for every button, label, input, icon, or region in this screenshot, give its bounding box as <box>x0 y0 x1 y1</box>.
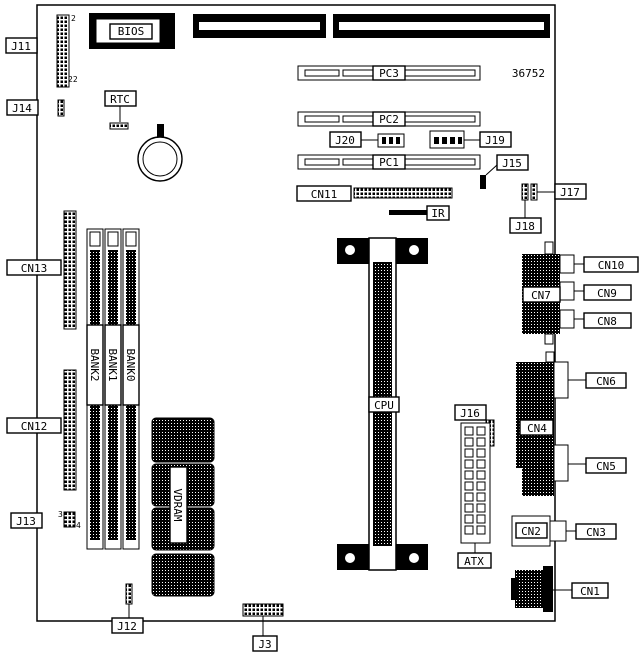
pci-slot-2 <box>297 111 481 127</box>
j13-label: J13 <box>16 515 36 528</box>
j18-label: J18 <box>515 220 535 233</box>
j14-header <box>57 99 65 117</box>
j11-pin-top: 2 <box>71 14 76 23</box>
cn9-label: CN9 <box>597 287 617 300</box>
cn1-label: CN1 <box>580 585 600 598</box>
bank2-label: BANK2 <box>88 348 101 381</box>
j13-header <box>63 511 76 528</box>
cn7-label: CN7 <box>531 289 551 302</box>
pc1-label: PC1 <box>379 156 399 169</box>
j13-pin-bottom: 4 <box>76 521 81 530</box>
j15-label: J15 <box>502 157 522 170</box>
vdram-chip-4 <box>151 553 215 597</box>
board-number: 36752 <box>512 67 545 80</box>
j17-header <box>530 183 538 201</box>
cn8-label: CN8 <box>597 315 617 328</box>
cn12-label: CN12 <box>21 420 48 433</box>
j19-label: J19 <box>485 134 505 147</box>
pci-slot-1 <box>297 154 481 170</box>
j11-label: J11 <box>11 40 31 53</box>
j12-label: J12 <box>117 620 137 633</box>
j18-header <box>521 183 529 201</box>
cn2-label: CN2 <box>521 525 541 538</box>
j3-label: J3 <box>258 638 271 651</box>
j12-header <box>125 583 133 605</box>
atx-label: ATX <box>464 555 484 568</box>
j17-label: J17 <box>560 186 580 199</box>
rtc-header <box>109 122 129 130</box>
ir-label: IR <box>431 207 445 220</box>
cn5-label: CN5 <box>596 460 616 473</box>
vdram-chip-1 <box>151 417 215 463</box>
j11-pin-bottom: 22 <box>68 75 78 84</box>
j11-header <box>56 14 70 88</box>
cn10-label: CN10 <box>598 259 625 272</box>
rtc-label: RTC <box>110 93 130 106</box>
bank0-label: BANK0 <box>124 348 137 381</box>
vdram-label: VDRAM <box>171 488 184 521</box>
cpu-label: CPU <box>374 399 394 412</box>
cn1-port <box>511 566 553 612</box>
j14-label: J14 <box>12 102 32 115</box>
cn4-stacked-ports <box>516 351 569 496</box>
j16-label: J16 <box>460 407 480 420</box>
pci-slot-3 <box>297 65 481 81</box>
pc3-label: PC3 <box>379 67 399 80</box>
j20-label: J20 <box>335 134 355 147</box>
cn11-label: CN11 <box>311 188 338 201</box>
cn3-label: CN3 <box>586 526 606 539</box>
j15-header <box>480 175 486 189</box>
cn6-label: CN6 <box>596 375 616 388</box>
cn13-header <box>63 210 77 330</box>
cn13-label: CN13 <box>21 262 48 275</box>
cn4-label: CN4 <box>527 422 547 435</box>
j3-header <box>242 603 284 617</box>
ir-header <box>389 210 427 215</box>
pc2-label: PC2 <box>379 113 399 126</box>
bios-label: BIOS <box>118 25 145 38</box>
bank1-label: BANK1 <box>106 348 119 381</box>
j13-pin-top: 3 <box>58 510 63 519</box>
battery-icon <box>137 124 183 182</box>
cn11-header <box>353 187 453 199</box>
cn12-header <box>63 369 77 491</box>
